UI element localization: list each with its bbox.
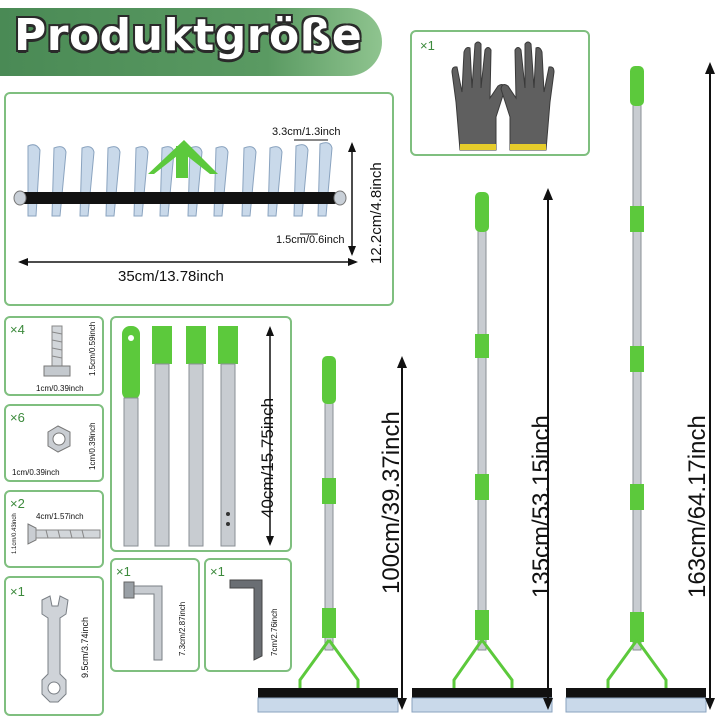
gloves-icon bbox=[451, 41, 555, 151]
nut-icon bbox=[47, 425, 71, 453]
gloves-qty: ×1 bbox=[420, 38, 435, 53]
screw-panel: ×2 4cm/1.57inch 1.1cm/0.43inch bbox=[4, 490, 104, 568]
nut-dim-a: 1cm/0.39inch bbox=[12, 468, 60, 477]
bolt-panel: ×4 1cm/0.39inch 1.5cm/0.59inch bbox=[4, 316, 104, 396]
poles-illustration bbox=[122, 326, 274, 547]
hex-key-2-panel: ×1 7cm/2.76inch bbox=[204, 558, 292, 672]
length-long-label: 163cm/64.17inch bbox=[684, 415, 711, 598]
nut-qty: ×6 bbox=[10, 410, 25, 425]
hex-key-1-qty: ×1 bbox=[116, 564, 131, 579]
tooth-width-label: 3.3cm/1.3inch bbox=[272, 126, 341, 138]
hex-key-1-panel: ×1 7.3cm/2.87inch bbox=[110, 558, 200, 672]
wrench-panel: ×1 9.5cm/3.74inch bbox=[4, 576, 104, 716]
gloves-panel: ×1 bbox=[410, 30, 590, 156]
rake-head-panel: 3.3cm/1.3inch 1.5cm/0.6inch 35cm/13.78in… bbox=[4, 92, 394, 306]
screw-icon bbox=[27, 523, 101, 545]
screw-qty: ×2 bbox=[10, 496, 25, 511]
page-title: Produktgröße bbox=[14, 10, 363, 61]
screw-dim-a: 4cm/1.57inch bbox=[36, 512, 84, 521]
tooth-gap-label: 1.5cm/0.6inch bbox=[276, 234, 345, 246]
wrench-icon bbox=[41, 595, 69, 703]
bolt-icon bbox=[43, 325, 71, 377]
nut-panel: ×6 1cm/0.39inch 1cm/0.39inch bbox=[4, 404, 104, 482]
poles-panel: 40cm/15.75inch bbox=[110, 316, 292, 552]
wrench-qty: ×1 bbox=[10, 584, 25, 599]
bolt-dim-b: 1cm/0.39inch bbox=[36, 384, 84, 393]
rake-width-label: 35cm/13.78inch bbox=[118, 268, 224, 285]
rake-head-illustration bbox=[13, 139, 358, 266]
length-short-label: 100cm/39.37inch bbox=[378, 411, 405, 594]
bolt-qty: ×4 bbox=[10, 322, 25, 337]
hex-key-2-qty: ×1 bbox=[210, 564, 225, 579]
length-medium-label: 135cm/53.15inch bbox=[528, 415, 555, 598]
hex-key-2-icon bbox=[229, 579, 263, 661]
header-banner bbox=[0, 8, 382, 76]
hex-key-1-icon bbox=[123, 581, 163, 661]
